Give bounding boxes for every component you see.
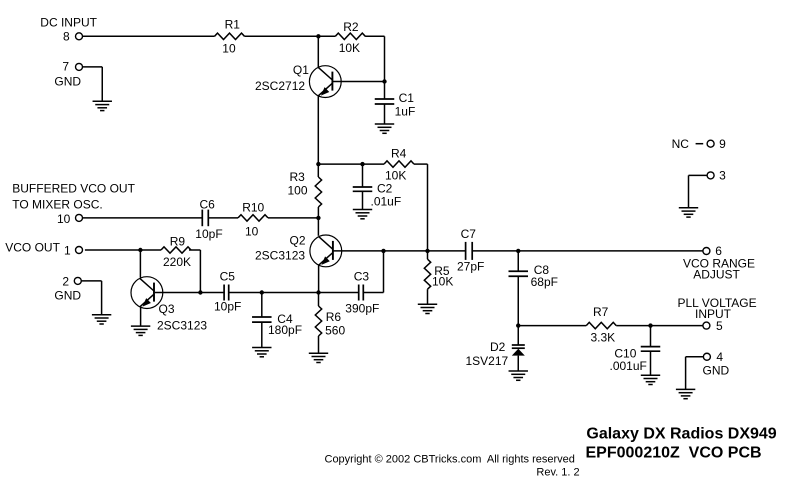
svg-text:GND: GND [54, 289, 81, 303]
svg-text:Copyright © 2002 CBTricks.com: Copyright © 2002 CBTricks.com All rights… [325, 454, 575, 466]
svg-text:10pF: 10pF [195, 227, 222, 241]
svg-text:PLL VOLTAGE: PLL VOLTAGE [678, 296, 757, 310]
svg-text:68pF: 68pF [531, 275, 558, 289]
svg-text:C3: C3 [354, 270, 370, 284]
svg-text:Galaxy DX Radios DX949: Galaxy DX Radios DX949 [586, 426, 776, 443]
svg-text:C4: C4 [277, 312, 293, 326]
svg-text:R9: R9 [170, 235, 186, 249]
svg-text:NC: NC [672, 137, 690, 151]
svg-text:10: 10 [222, 42, 236, 56]
svg-text:R10: R10 [242, 200, 264, 214]
svg-text:2: 2 [62, 274, 69, 288]
svg-text:1: 1 [64, 244, 71, 258]
svg-text:R1: R1 [225, 18, 241, 32]
svg-text:10K: 10K [339, 41, 360, 55]
svg-text:100: 100 [288, 184, 308, 198]
svg-text:C10: C10 [614, 347, 636, 361]
svg-text:C1: C1 [399, 91, 415, 105]
svg-text:.001uF: .001uF [610, 359, 647, 373]
svg-text:10pF: 10pF [214, 300, 241, 314]
svg-text:TO MIXER OSC.: TO MIXER OSC. [12, 198, 102, 212]
svg-text:Q3: Q3 [159, 302, 175, 316]
svg-text:2SC3123: 2SC3123 [157, 319, 207, 333]
svg-text:INPUT: INPUT [695, 307, 732, 321]
svg-text:1uF: 1uF [395, 105, 416, 119]
svg-text:10: 10 [245, 225, 259, 239]
svg-text:BUFFERED VCO OUT: BUFFERED VCO OUT [12, 181, 135, 195]
svg-text:ADJUST: ADJUST [693, 267, 740, 281]
svg-text:D2: D2 [490, 340, 506, 354]
svg-text:R3: R3 [290, 170, 306, 184]
svg-text:R4: R4 [391, 147, 407, 161]
svg-text:2SC3123: 2SC3123 [255, 249, 305, 263]
svg-text:R2: R2 [343, 20, 359, 34]
svg-text:10: 10 [57, 212, 71, 226]
svg-text:27pF: 27pF [457, 260, 484, 274]
svg-text:VCO OUT: VCO OUT [5, 241, 60, 255]
svg-text:EPF000210Z VCO PCB: EPF000210Z VCO PCB [586, 445, 762, 462]
svg-text:10K: 10K [385, 169, 406, 183]
svg-text:2SC2712: 2SC2712 [255, 79, 305, 93]
svg-text:VCO RANGE: VCO RANGE [683, 257, 755, 271]
svg-text:3.3K: 3.3K [591, 331, 616, 345]
svg-text:R5: R5 [434, 264, 450, 278]
svg-text:4: 4 [716, 350, 723, 364]
svg-text:220K: 220K [163, 255, 191, 269]
svg-text:Q1: Q1 [293, 63, 309, 77]
svg-text:C8: C8 [534, 263, 550, 277]
svg-text:DC INPUT: DC INPUT [40, 16, 97, 30]
svg-text:3: 3 [719, 169, 726, 183]
svg-text:C2: C2 [377, 182, 393, 196]
svg-text:180pF: 180pF [268, 323, 302, 337]
svg-text:8: 8 [63, 30, 70, 44]
svg-text:R6: R6 [326, 310, 342, 324]
svg-text:9: 9 [719, 137, 726, 151]
svg-text:Rev. 1. 2: Rev. 1. 2 [536, 466, 579, 478]
svg-text:GND: GND [703, 363, 730, 377]
svg-text:5: 5 [716, 319, 723, 333]
svg-text:C6: C6 [200, 198, 216, 212]
svg-text:R7: R7 [593, 305, 609, 319]
svg-text:6: 6 [715, 244, 722, 258]
svg-text:1SV217: 1SV217 [466, 354, 509, 368]
svg-text:C7: C7 [461, 227, 477, 241]
svg-text:Q2: Q2 [290, 234, 306, 248]
svg-text:C5: C5 [220, 269, 236, 283]
svg-text:GND: GND [54, 75, 81, 89]
svg-text:560: 560 [325, 324, 345, 338]
svg-text:.01uF: .01uF [371, 195, 402, 209]
svg-text:7: 7 [62, 60, 69, 74]
svg-text:390pF: 390pF [345, 302, 379, 316]
svg-text:10K: 10K [432, 275, 453, 289]
